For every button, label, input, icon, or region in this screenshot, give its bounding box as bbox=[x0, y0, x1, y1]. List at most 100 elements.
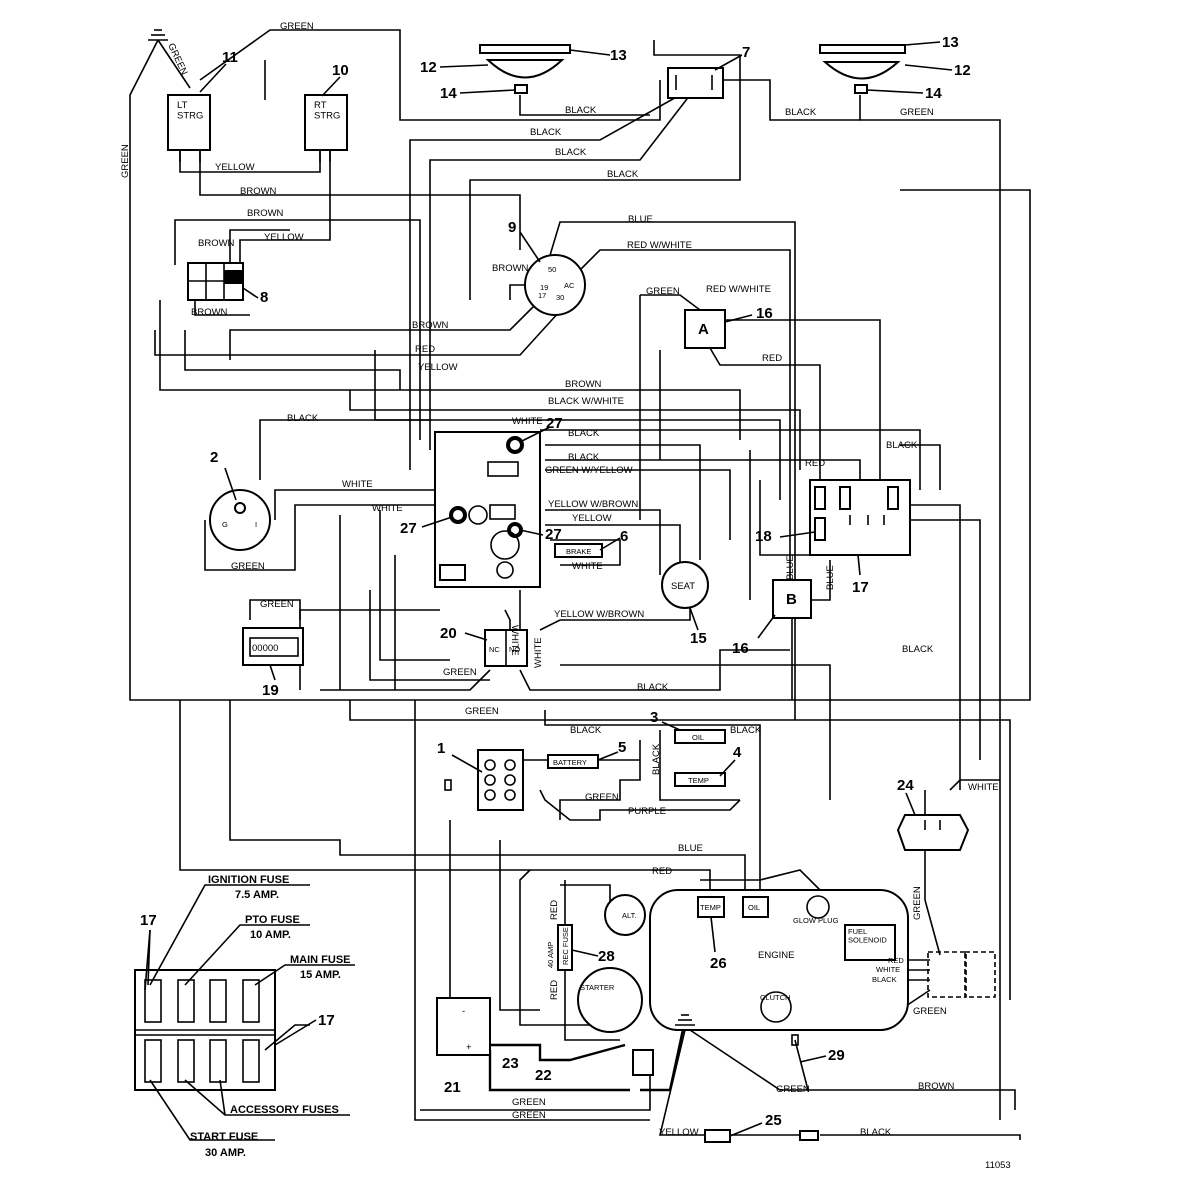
wire-label: BROWN bbox=[412, 320, 449, 331]
wire-label: BROWN bbox=[247, 208, 284, 219]
wire-label: RED bbox=[805, 458, 825, 469]
wire-label: BLACK bbox=[902, 644, 934, 655]
callout-number: 17 bbox=[852, 579, 869, 596]
fuse-legend-ignition: IGNITION FUSE bbox=[208, 874, 289, 886]
oil-switch-label: OIL bbox=[692, 733, 704, 742]
wire-label: GREEN bbox=[231, 561, 265, 572]
wire-label: GREEN bbox=[443, 667, 477, 678]
key-ac: AC bbox=[564, 281, 575, 290]
fuse-legend-ignition-amp: 7.5 AMP. bbox=[235, 889, 279, 901]
seat-switch-block bbox=[434, 431, 541, 588]
svg-text:-: - bbox=[462, 1006, 465, 1017]
pto-switch: G I bbox=[209, 489, 271, 551]
wire-label: WHITE bbox=[512, 416, 543, 427]
wire-label: GREEN bbox=[280, 21, 314, 32]
light-switch bbox=[667, 67, 724, 99]
callout-number: 5 bbox=[618, 739, 626, 756]
oil-pressure-switch: OIL bbox=[674, 729, 726, 744]
wire-label: GREEN bbox=[120, 144, 131, 178]
wire-label: BLACK bbox=[651, 743, 662, 775]
fuse-legend-start-amp: 30 AMP. bbox=[205, 1147, 246, 1159]
fuse-legend-start: START FUSE bbox=[190, 1131, 258, 1143]
wire-label: BLUE bbox=[785, 555, 796, 580]
callout-number: 19 bbox=[262, 682, 279, 699]
callout-number: 9 bbox=[508, 219, 516, 236]
callout-number: 14 bbox=[925, 85, 942, 102]
callout-number: 12 bbox=[420, 59, 437, 76]
callout-number: 22 bbox=[535, 1067, 552, 1084]
clutch-label: CLUTCH bbox=[760, 993, 790, 1002]
wire-label: GREEN bbox=[260, 599, 294, 610]
diode bbox=[704, 1129, 819, 1143]
callout-number: 15 bbox=[690, 630, 707, 647]
callout-number: 4 bbox=[733, 744, 742, 761]
wire-label: BLACK bbox=[860, 1127, 892, 1138]
solenoid-connector bbox=[927, 951, 996, 998]
wire-label: BLACK bbox=[785, 107, 817, 118]
battery-indicator-label: BATTERY bbox=[553, 758, 587, 767]
wire-label: RED bbox=[762, 353, 782, 364]
wire-label: WHITE bbox=[372, 503, 403, 514]
wire-label: WHITE bbox=[968, 782, 999, 793]
wire-label: BROWN bbox=[240, 186, 277, 197]
nc-label: NC bbox=[489, 645, 500, 654]
callout-number: 17 bbox=[318, 1012, 335, 1029]
wire-label: YELLOW bbox=[572, 513, 612, 524]
callout-number: 6 bbox=[620, 528, 628, 545]
regulator bbox=[896, 814, 970, 851]
wire-label: YELLOW W/BROWN bbox=[548, 499, 638, 510]
callout-number: 2 bbox=[210, 449, 218, 466]
callout-number: 23 bbox=[502, 1055, 519, 1072]
fuse-block bbox=[134, 884, 355, 1141]
wire-label: BLACK W/WHITE bbox=[548, 396, 624, 407]
wire-label: BLUE bbox=[825, 565, 836, 590]
engine-oil-label: OIL bbox=[748, 903, 760, 912]
wire-label: BLACK bbox=[530, 127, 562, 138]
callout-number: 16 bbox=[732, 640, 749, 657]
callout-number: 11 bbox=[222, 49, 238, 66]
callout-number: 10 bbox=[332, 62, 349, 79]
key-17: 17 bbox=[538, 291, 546, 300]
wire-label: BLACK bbox=[568, 428, 600, 439]
callout-number: 27 bbox=[546, 415, 563, 432]
callouts: 1 2 3 4 5 6 7 8 9 10 11 12 12 13 13 14 1… bbox=[140, 34, 971, 1129]
wire-label: BLACK bbox=[555, 147, 587, 158]
rec-fuse: 40 AMP REC FUSE bbox=[546, 924, 573, 971]
alt-label: ALT. bbox=[622, 911, 636, 920]
fuse-legend-main-amp: 15 AMP. bbox=[300, 969, 341, 981]
battery: - + bbox=[436, 997, 491, 1056]
callout-number: 12 bbox=[954, 62, 971, 79]
brake-label: BRAKE bbox=[566, 547, 591, 556]
callout-number: 14 bbox=[440, 85, 457, 102]
wire-label: BLACK bbox=[565, 105, 597, 116]
wire-label: BLACK bbox=[886, 440, 918, 451]
key-50: 50 bbox=[548, 265, 556, 274]
wire-label: GREEN bbox=[585, 792, 619, 803]
wire-label: BLACK bbox=[287, 413, 319, 424]
hour-meter-digits: 00000 bbox=[252, 643, 278, 654]
seat-label: SEAT bbox=[671, 581, 695, 592]
battery-indicator: BATTERY bbox=[547, 754, 599, 769]
temp-switch: TEMP bbox=[674, 772, 726, 787]
starter-solenoid bbox=[632, 1049, 654, 1076]
callout-number: 13 bbox=[942, 34, 959, 51]
wire-label: GREEN bbox=[512, 1097, 546, 1108]
callout-number: 8 bbox=[260, 289, 268, 306]
wire-label: RED bbox=[888, 956, 904, 965]
callout-number: 27 bbox=[545, 526, 562, 543]
callout-number: 20 bbox=[440, 625, 457, 642]
sender bbox=[791, 1034, 809, 1091]
callout-number: 21 bbox=[444, 1079, 461, 1096]
wire-label: GREEN bbox=[913, 1006, 947, 1017]
callout-number: 25 bbox=[765, 1112, 782, 1129]
wire-label: RED W/WHITE bbox=[706, 284, 771, 295]
callout-number: 24 bbox=[897, 777, 914, 794]
fuse-rec-label: REC FUSE bbox=[561, 927, 570, 965]
wire-label: RED bbox=[415, 344, 435, 355]
wire-label: GREEN bbox=[465, 706, 499, 717]
